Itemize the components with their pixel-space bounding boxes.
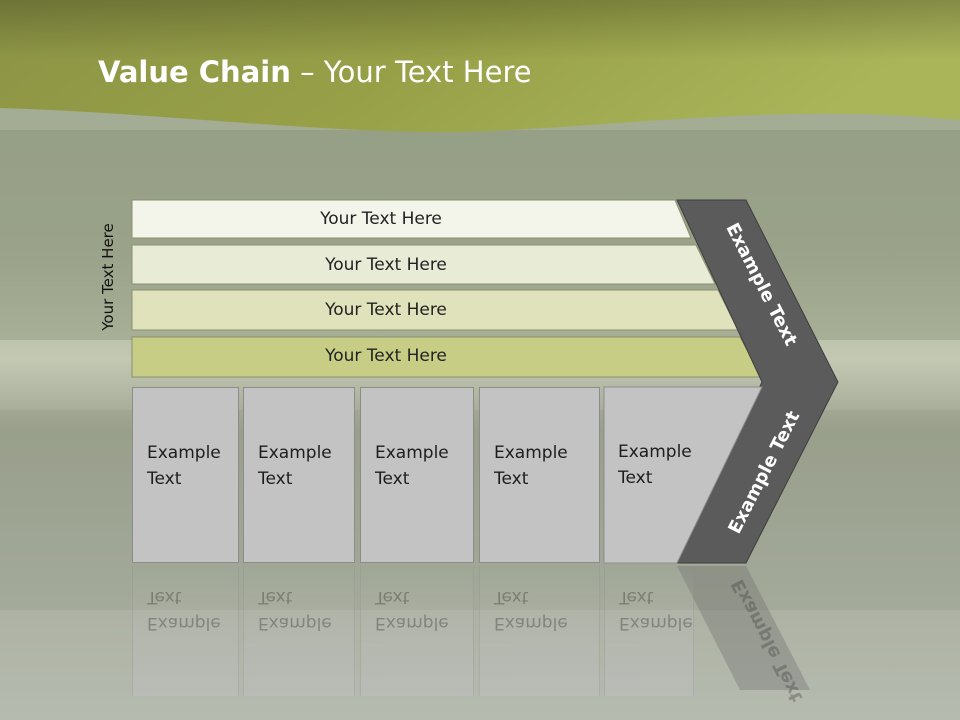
box-4-line2: Text	[494, 469, 529, 489]
title-rest: – Your Text Here	[290, 55, 532, 89]
bar-1-shape	[131, 199, 692, 239]
box-4-reflection: Example Text	[479, 566, 600, 696]
box-5-reflection: Example Text	[604, 566, 694, 696]
box-4: Example Text	[479, 387, 600, 563]
chevron-reflection	[677, 566, 810, 690]
title-bold: Value Chain	[98, 55, 291, 89]
bar-4-label: Your Text Here	[325, 346, 447, 366]
box-1-reflection-line2: Text	[147, 587, 182, 607]
box-3-line2: Text	[375, 469, 410, 489]
box-1-line2: Text	[147, 469, 182, 489]
box-2-line1: Example	[258, 443, 332, 463]
bar-2-shape	[131, 244, 716, 285]
box-3: Example Text	[360, 387, 474, 563]
box-1-line1: Example	[147, 443, 221, 463]
box-2: Example Text	[243, 387, 355, 563]
bar-3-label: Your Text Here	[325, 300, 447, 320]
box-1: Example Text	[132, 387, 239, 563]
box-4-line1: Example	[494, 443, 568, 463]
bar-2-label: Your Text Here	[325, 255, 447, 275]
chevron-arrow	[676, 199, 839, 564]
box-5-line1: Example	[618, 442, 692, 462]
box-2-reflection: Example Text	[243, 566, 355, 696]
box-4-reflection-line2: Text	[494, 587, 529, 607]
bar-label-3: Your Text Here	[132, 291, 700, 329]
box-5: Example Text	[604, 387, 714, 563]
box-2-reflection-line2: Text	[258, 587, 293, 607]
bar-label-2: Your Text Here	[132, 246, 700, 284]
box-5-reflection-line1: Example	[619, 613, 693, 633]
bar-1-label: Your Text Here	[320, 209, 442, 229]
bar-label-1: Your Text Here	[132, 200, 690, 238]
box-3-line1: Example	[375, 443, 449, 463]
box-3-reflection-line2: Text	[375, 587, 410, 607]
box-3-reflection: Example Text	[360, 566, 474, 696]
box-2-line2: Text	[258, 469, 293, 489]
box-2-reflection-line1: Example	[258, 613, 332, 633]
box-1-reflection-line1: Example	[147, 613, 221, 633]
bar-label-4: Your Text Here	[132, 337, 700, 375]
last-box-shape	[603, 386, 763, 564]
box-5-reflection-line2: Text	[619, 587, 654, 607]
page-title: Value Chain – Your Text Here	[98, 55, 532, 89]
box-4-reflection-line1: Example	[494, 613, 568, 633]
box-5-line2: Text	[618, 468, 653, 488]
box-1-reflection: Example Text	[132, 566, 239, 696]
box-3-reflection-line1: Example	[375, 613, 449, 633]
